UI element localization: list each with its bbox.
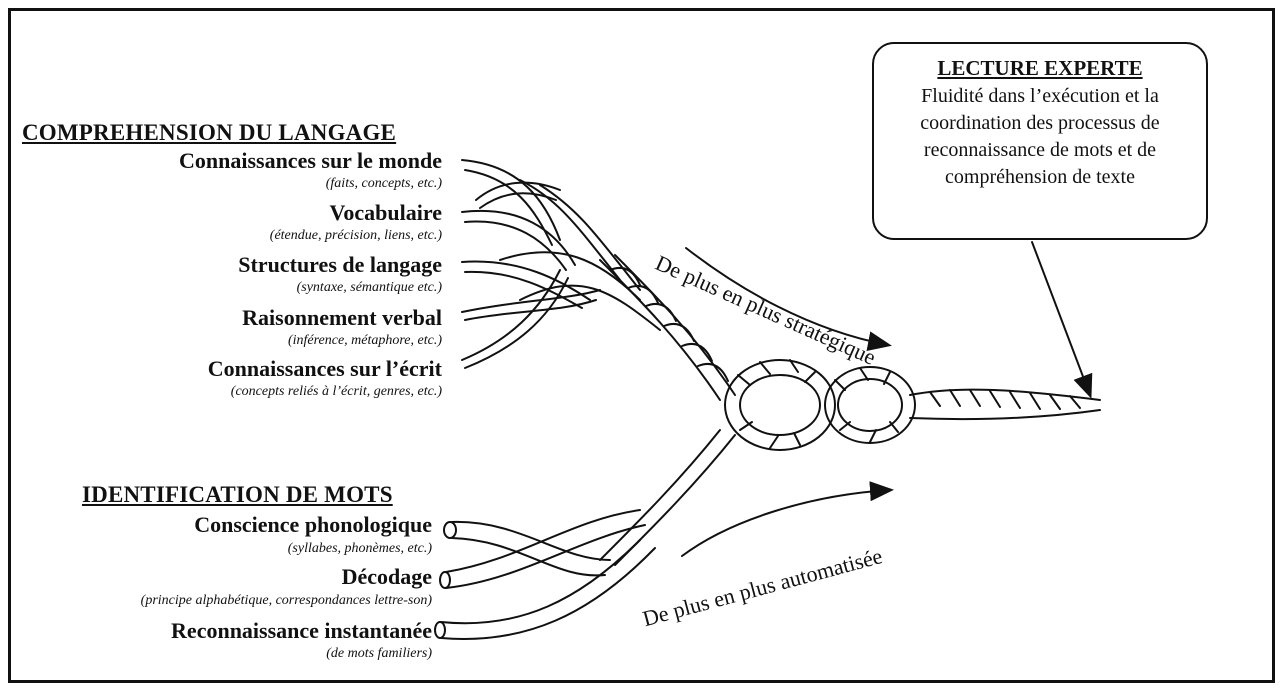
braided-rope bbox=[725, 360, 1100, 450]
identification-item-label: Reconnaissance instantanée bbox=[171, 618, 432, 644]
identification-item-detail: (syllabes, phonèmes, etc.) bbox=[288, 541, 432, 557]
comprehension-item-detail: (faits, concepts, etc.) bbox=[326, 176, 442, 192]
identification-item-detail: (principe alphabétique, correspondances … bbox=[141, 593, 432, 609]
comprehension-item-label: Structures de langage bbox=[238, 252, 442, 278]
comprehension-heading: COMPREHENSION DU LANGAGE bbox=[22, 120, 396, 146]
expert-pointer-arrow bbox=[1032, 242, 1090, 395]
comprehension-item-detail: (inférence, métaphore, etc.) bbox=[288, 333, 442, 349]
comprehension-item-detail: (syntaxe, sémantique etc.) bbox=[297, 280, 442, 296]
expert-reading-description: Fluidité dans l’exécution et la coordina… bbox=[874, 83, 1206, 191]
comprehension-strands bbox=[462, 160, 660, 368]
comprehension-item-detail: (concepts reliés à l’écrit, genres, etc.… bbox=[231, 384, 442, 400]
automatic-arrow bbox=[682, 490, 890, 556]
comprehension-item-label: Vocabulaire bbox=[330, 200, 442, 226]
identification-item-detail: (de mots familiers) bbox=[326, 646, 432, 662]
expert-reading-title: LECTURE EXPERTE bbox=[874, 56, 1206, 81]
identification-item-label: Décodage bbox=[342, 564, 432, 590]
identification-item-label: Conscience phonologique bbox=[194, 512, 432, 538]
comprehension-item-label: Connaissances sur le monde bbox=[179, 148, 442, 174]
comprehension-item-label: Raisonnement verbal bbox=[242, 305, 442, 331]
expert-reading-box: LECTURE EXPERTE Fluidité dans l’exécutio… bbox=[872, 42, 1208, 240]
comprehension-item-detail: (étendue, précision, liens, etc.) bbox=[270, 228, 442, 244]
comprehension-item-label: Connaissances sur l’écrit bbox=[208, 356, 442, 382]
identification-heading: IDENTIFICATION DE MOTS bbox=[82, 482, 393, 508]
